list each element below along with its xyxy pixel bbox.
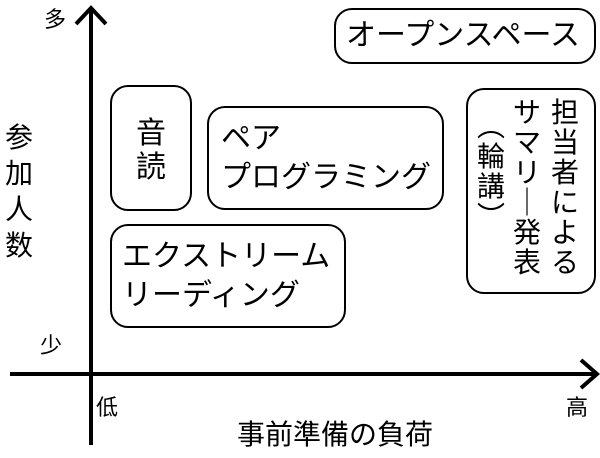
y-axis-arrowhead [74, 5, 108, 26]
pair-programming-line-2: プログラミング [221, 160, 431, 195]
extreme-reading-line-1: エクストリーム [122, 239, 331, 274]
x-axis-label: 事前準備の負荷 [237, 418, 434, 451]
open-space-label: オープンスペース [346, 18, 580, 53]
x-axis-high-label: 高 [566, 396, 589, 421]
reading-box: 音読 [110, 85, 192, 211]
pair-programming-box: ペア プログラミング [207, 106, 444, 210]
x-axis-arrowhead [579, 358, 600, 390]
summary-box: 担当者による サマリ｜発表 ︵輪講︶ [466, 88, 596, 294]
pair-programming-line-1: ペア [221, 121, 281, 156]
open-space-box: オープンスペース [334, 8, 596, 64]
y-axis-label: 参加人数 [4, 121, 33, 262]
extreme-reading-line-2: リーディング [122, 278, 300, 313]
y-axis-high-label: 多 [44, 8, 67, 33]
summary-column-1: 担当者による [550, 96, 579, 279]
summary-column-3: ︵輪講︶ [476, 110, 505, 233]
x-axis-low-label: 低 [96, 396, 119, 421]
reading-label: 音読 [136, 116, 166, 185]
y-axis-low-label: 少 [40, 334, 63, 359]
summary-column-2: サマリ｜発表 [512, 96, 541, 279]
extreme-reading-box: エクストリーム リーディング [110, 224, 346, 328]
